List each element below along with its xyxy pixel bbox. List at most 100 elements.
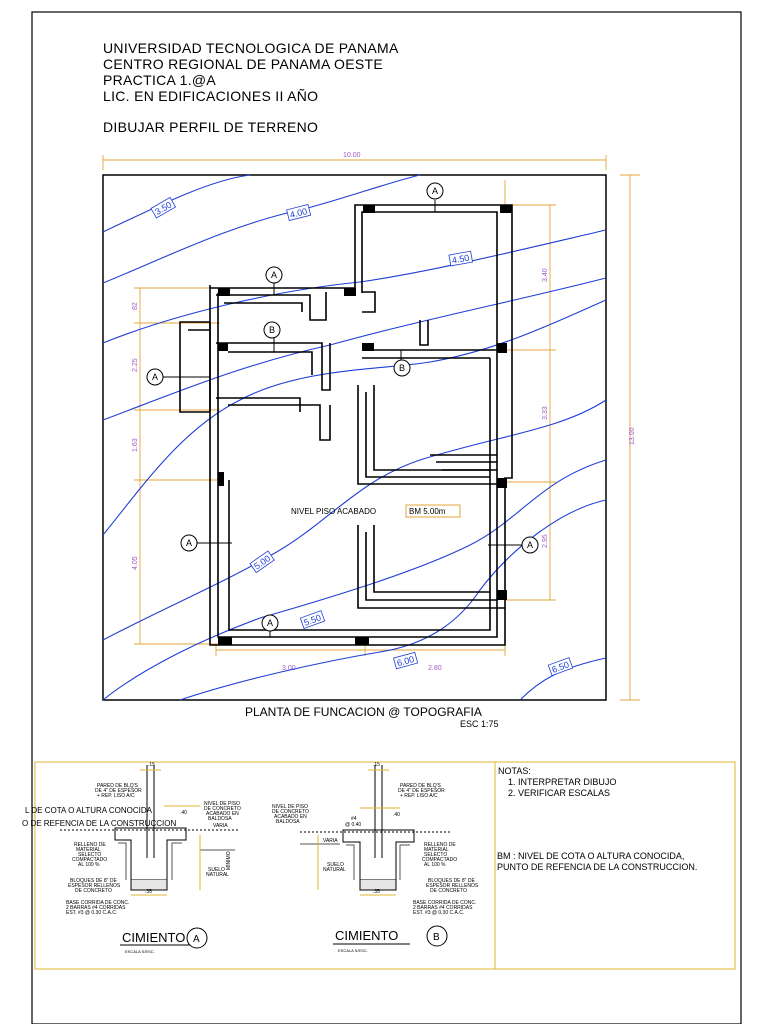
- detail-b-label: + REP. LISO A/C: [400, 793, 438, 799]
- detail-b-title: CIMIENTO: [335, 928, 398, 943]
- tag-b-1: B: [269, 325, 275, 335]
- foundation-walls: [179, 204, 513, 646]
- detail-a-label: EST. #3 @ 0.30 C.A.C.: [66, 910, 117, 916]
- contour-label-6: 6.00: [396, 654, 416, 668]
- detail-b-label: VARIA: [323, 838, 338, 844]
- dim-right-inner-1: 3.40: [542, 268, 549, 282]
- detail-a-scale: ESCALA S/ESC.: [125, 949, 155, 954]
- dim-bottom-left: 3.00: [282, 665, 296, 672]
- detail-b-label: DE 4" DE ESPESOR: [398, 788, 445, 794]
- details-frame: [34, 761, 736, 970]
- plan-title: PLANTA DE FUNCACION @ TOPOGRAFIA: [245, 705, 482, 719]
- detail-a-label: BASE CORRIDA DE CONC.: [66, 900, 129, 906]
- detail-b-drawing: [300, 765, 450, 896]
- detail-a-label: .15: [148, 762, 155, 768]
- detail-a-label: SELECTO: [78, 852, 101, 858]
- detail-b-label: SUELO: [327, 862, 344, 868]
- detail-a-label: .40: [180, 810, 187, 816]
- bm-label: BM 5.00m: [409, 507, 446, 516]
- detail-b-label: BALDOSA: [276, 819, 300, 825]
- header-line-4: LIC. EN EDIFICACIONES II AÑO: [103, 88, 319, 104]
- dim-left-3: 1.63: [132, 438, 139, 452]
- dim-left-4: 4.05: [132, 556, 139, 570]
- contour-label-3: 4.50: [451, 253, 470, 266]
- detail-b-label: 2 BARRAS #4 CORRIDAS: [413, 905, 473, 911]
- detail-a-label: COMPACTADO: [72, 857, 107, 863]
- sheet-frame: [31, 11, 742, 1024]
- detail-b-label: BLOQUES DE 8" DE: [428, 878, 475, 884]
- header-line-1: UNIVERSIDAD TECNOLOGICA DE PANAMA: [103, 40, 399, 56]
- detail-b-scale: ESCALA S/ESC.: [338, 948, 368, 953]
- header-line-2: CENTRO REGIONAL DE PANAMA OESTE: [103, 56, 384, 72]
- detail-b-labels: PARED DE BLQ'S DE 4" DE ESPESOR + REP. L…: [272, 762, 479, 916]
- task-title: DIBUJAR PERFIL DE TERRENO: [103, 119, 319, 135]
- detail-b-label: .15: [373, 762, 380, 768]
- dim-right-inner-2: 3.33: [542, 406, 549, 420]
- overlap-text-2: O DE REFENCIA DE LA CONSTRUCCION: [22, 819, 176, 828]
- tag-a-2: A: [271, 270, 277, 280]
- notes-item-2: 2. VERIFICAR ESCALAS: [508, 788, 611, 798]
- header-line-3: PRACTICA 1.@A: [103, 72, 217, 88]
- detail-a-label: VARIA: [213, 823, 228, 829]
- detail-a-label: BALDOSA: [208, 816, 232, 822]
- detail-a-label: AL 100 %: [78, 862, 100, 868]
- detail-b-label: SELECTO: [424, 852, 447, 858]
- detail-a-labels: PARED DE BLQ'S DE 4" DE ESPESOR + REP. L…: [66, 762, 241, 916]
- detail-a-label: RELLENO DE: [74, 842, 106, 848]
- detail-a-drawing: [60, 765, 240, 896]
- dim-bottom-right: 2.80: [428, 665, 442, 672]
- dimension-texts: 10.00 13.00 3.00 2.80 82 2.25 1.63 4.05 …: [132, 152, 636, 672]
- detail-b-tag: B: [433, 932, 440, 943]
- detail-a-label: ACABADO EN: [206, 811, 239, 817]
- floor-level-label: NIVEL PISO ACABADO: [291, 507, 376, 516]
- detail-a-label: DE 4" DE ESPESOR: [95, 788, 142, 794]
- detail-a-label: ESPESOR RELLENOS: [68, 883, 121, 889]
- detail-b-label: ESPESOR RELLENOS: [426, 883, 479, 889]
- contour-label-2: 4.00: [289, 206, 308, 220]
- detail-a-label: DE CONCRETO: [204, 806, 241, 812]
- notes-bm-1: BM : NIVEL DE COTA O ALTURA CONOCIDA,: [497, 851, 685, 861]
- detail-b-label: DE CONCRETO: [272, 809, 309, 815]
- detail-b-label: COMPACTADO: [422, 857, 457, 863]
- detail-a-label: NIVEL DE PISO: [204, 801, 240, 807]
- detail-b-label: DE CONCRETO: [430, 888, 467, 894]
- notes-item-1: 1. INTERPRETAR DIBUJO: [508, 777, 617, 787]
- detail-b-label: PARED DE BLQ'S: [400, 783, 442, 789]
- plan-frame: [102, 174, 607, 701]
- tag-a-6: A: [267, 618, 273, 628]
- detail-a-tag: A: [193, 934, 200, 945]
- dimension-lines: [102, 155, 640, 701]
- detail-b-label: BASE CORRIDA DE CONC.: [413, 900, 476, 906]
- detail-b-label: MATERIAL: [424, 847, 449, 853]
- detail-b-label: .35: [373, 889, 380, 895]
- detail-b-label: @ 0.40: [345, 822, 361, 828]
- tag-a-5: A: [527, 540, 533, 550]
- detail-a-label: DE CONCRETO: [75, 888, 112, 894]
- detail-b-label: ACABADO EN: [274, 814, 307, 820]
- detail-b-label: NATURAL: [323, 867, 346, 873]
- detail-a-label: SUELO: [208, 867, 225, 873]
- tag-b-2: B: [399, 363, 405, 373]
- notes-heading: NOTAS:: [498, 766, 531, 776]
- detail-a-label: 2 BARRAS #4 CORRIDAS: [66, 905, 126, 911]
- dim-top: 10.00: [343, 152, 361, 159]
- detail-b-label: AL 100 %: [424, 862, 446, 868]
- dim-right-inner-3: 2.95: [542, 534, 549, 548]
- tag-a-1: A: [432, 186, 438, 196]
- tag-a-3: A: [152, 372, 158, 382]
- plan-scale: ESC 1:75: [460, 719, 499, 729]
- detail-a-label: MATERIAL: [76, 847, 101, 853]
- detail-a-label: NATURAL: [206, 872, 229, 878]
- tag-a-4: A: [186, 538, 192, 548]
- detail-a-label: MINIMO: [226, 851, 232, 870]
- detail-b-label: RELLENO DE: [424, 842, 456, 848]
- detail-b-label: NIVEL DE PISO: [272, 804, 308, 810]
- dim-left-2: 2.25: [132, 358, 139, 372]
- overlap-text-1: L DE COTA O ALTURA CONOCIDA: [25, 806, 153, 815]
- detail-b-label: #4: [351, 816, 357, 822]
- foundation-columns: [218, 205, 512, 645]
- detail-a-label: + REP. LISO A/C: [97, 793, 135, 799]
- notes-bm-2: PUNTO DE REFENCIA DE LA CONSTRUCCION.: [497, 862, 698, 872]
- dim-right: 13.00: [629, 427, 636, 445]
